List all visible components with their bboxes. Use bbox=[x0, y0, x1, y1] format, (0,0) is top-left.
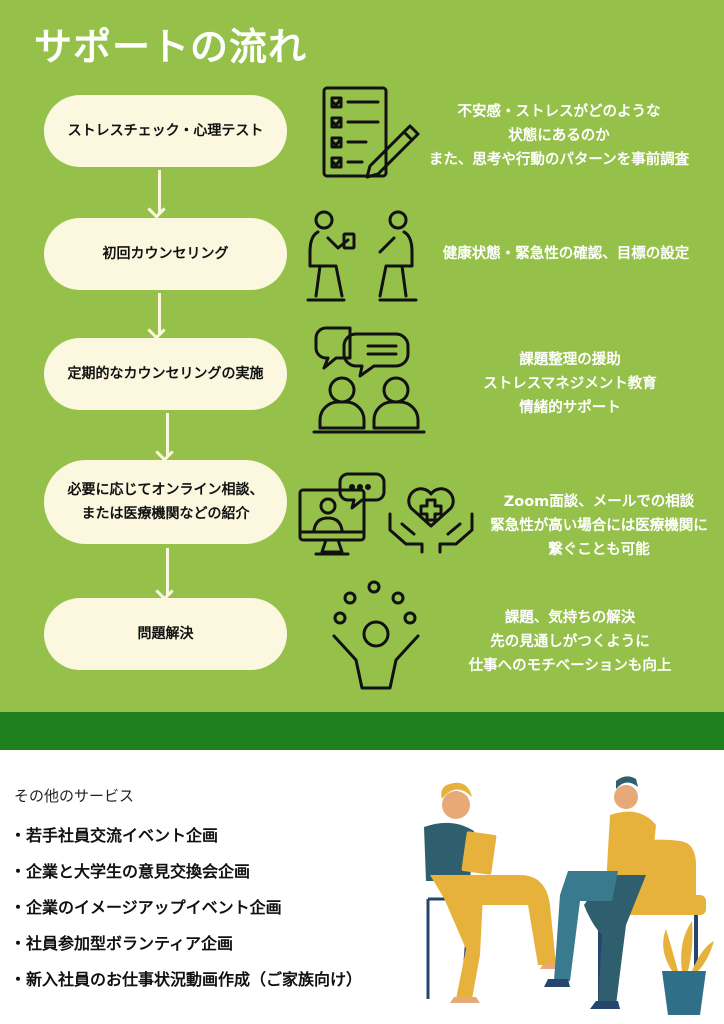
checklist-icon bbox=[322, 86, 420, 179]
desc-line: 仕事へのモチベーションも向上 bbox=[468, 658, 672, 674]
flow-arrow bbox=[166, 413, 169, 457]
desc-line: 健康状態・緊急性の確認、目標の設定 bbox=[442, 246, 690, 262]
step-stress-check: ストレスチェック・心理テスト bbox=[44, 95, 287, 167]
desc-line: 状態にあるのか bbox=[508, 128, 610, 144]
step-first-counseling: 初回カウンセリング bbox=[44, 218, 287, 290]
step-description: 課題整理の援助 ストレスマネジメント教育 情緒的サポート bbox=[450, 348, 690, 420]
desc-line: また、思考や行動のパターンを事前調査 bbox=[428, 152, 690, 168]
step-description: 健康状態・緊急性の確認、目標の設定 bbox=[416, 242, 716, 266]
group-chat-icon bbox=[312, 326, 426, 434]
online-consult-icon bbox=[298, 472, 386, 556]
step-label-line: または医療機関などの紹介 bbox=[81, 506, 250, 522]
desc-line: 情緒的サポート bbox=[519, 400, 621, 416]
page-title: サポートの流れ bbox=[34, 25, 308, 69]
desc-line: 先の見通しがつくように bbox=[490, 634, 650, 650]
step-regular-counseling: 定期的なカウンセリングの実施 bbox=[44, 338, 287, 410]
step-label-line: 必要に応じてオンライン相談、 bbox=[67, 482, 264, 498]
service-item: ・新入社員のお仕事状況動画作成（ご家族向け） bbox=[10, 970, 363, 989]
heart-care-icon bbox=[388, 487, 474, 554]
desc-line: ストレスマネジメント教育 bbox=[483, 376, 657, 392]
step-label: 問題解決 bbox=[137, 626, 194, 642]
step-description: 課題、気持ちの解決 先の見通しがつくように 仕事へのモチベーションも向上 bbox=[440, 606, 700, 678]
other-services-heading: その他のサービス bbox=[14, 787, 135, 805]
desc-line: Zoom面談、メールでの相談 bbox=[503, 494, 695, 510]
step-problem-solved: 問題解決 bbox=[44, 598, 287, 670]
counseling-pair-icon bbox=[306, 210, 418, 302]
divider-band bbox=[0, 712, 724, 750]
desc-line: 課題、気持ちの解決 bbox=[504, 610, 636, 626]
desc-line: 緊急性が高い場合には医療機関に bbox=[490, 518, 708, 534]
flow-arrow bbox=[158, 293, 161, 335]
service-item: ・企業のイメージアップイベント企画 bbox=[10, 898, 282, 917]
desc-line: 繋ぐことも可能 bbox=[548, 542, 650, 558]
service-item: ・社員参加型ボランティア企画 bbox=[10, 934, 234, 953]
step-description: 不安感・ストレスがどのような 状態にあるのか また、思考や行動のパターンを事前調… bbox=[400, 100, 718, 172]
step-online-referral: 必要に応じてオンライン相談、 または医療機関などの紹介 bbox=[44, 460, 287, 544]
desc-line: 課題整理の援助 bbox=[519, 352, 621, 368]
celebration-icon bbox=[332, 580, 420, 690]
flow-arrow bbox=[158, 170, 161, 214]
step-label: ストレスチェック・心理テスト bbox=[67, 123, 264, 139]
service-item: ・若手社員交流イベント企画 bbox=[10, 826, 219, 845]
people-illustration bbox=[424, 776, 714, 1015]
step-label: 定期的なカウンセリングの実施 bbox=[67, 366, 264, 382]
service-item: ・企業と大学生の意見交換会企画 bbox=[10, 862, 251, 881]
desc-line: 不安感・ストレスがどのような bbox=[457, 104, 661, 120]
flow-arrow bbox=[166, 548, 169, 596]
step-description: Zoom面談、メールでの相談 緊急性が高い場合には医療機関に 繋ぐことも可能 bbox=[478, 490, 720, 562]
step-label: 初回カウンセリング bbox=[102, 246, 229, 262]
